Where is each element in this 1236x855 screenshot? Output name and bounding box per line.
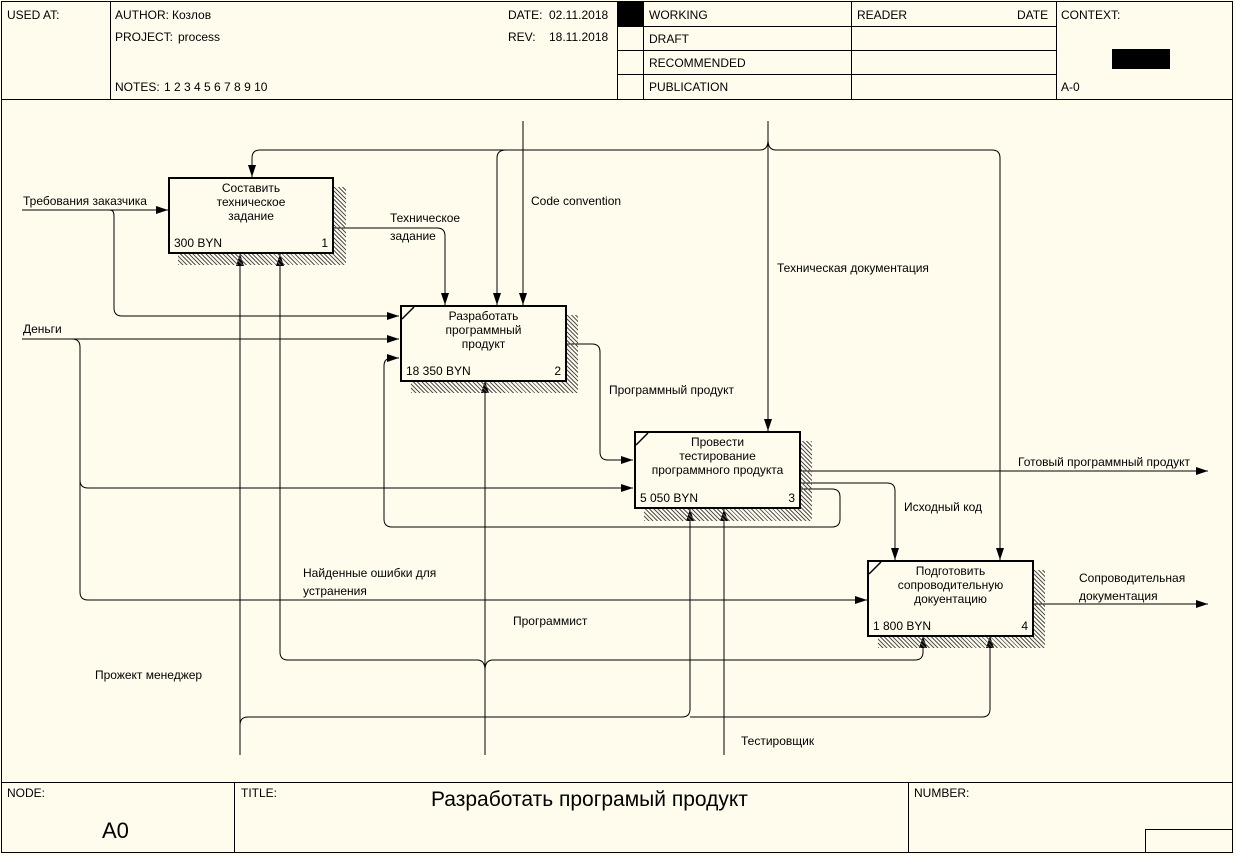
activity-4-title: Подготовить сопроводительную докуентацию — [869, 564, 1032, 606]
label-accompanying-docs: Сопроводительная документация — [1079, 571, 1186, 603]
activity-2-cost: 18 350 BYN — [406, 364, 471, 378]
activity-4-cost: 1 800 BYN — [873, 619, 932, 633]
label-money: Деньги — [23, 322, 62, 336]
label-tester: Тестировщик — [741, 734, 815, 748]
diagram-title: Разработать програмый продукт — [431, 788, 748, 811]
activity-2-title-line: программный — [445, 323, 522, 337]
label-requirements: Требования заказчика — [23, 194, 147, 208]
activity-box-2[interactable]: Разработать программный продукт 18 350 B… — [400, 305, 567, 382]
activity-box-3[interactable]: Провести тестирование программного проду… — [634, 431, 801, 509]
activity-4-title-line: докуентацию — [914, 592, 987, 606]
arrow-programmer-branch — [276, 254, 486, 671]
activity-box-4[interactable]: Подготовить сопроводительную докуентацию… — [867, 560, 1034, 637]
label-finished-product: Готовый программный продукт — [1018, 455, 1191, 469]
rev-label: REV: — [508, 30, 536, 44]
activity-1-title-line: техническое — [216, 195, 286, 209]
activity-4-number: 4 — [1021, 619, 1028, 633]
rev-value: 18.11.2018 — [549, 30, 609, 44]
activity-1-title-line: задание — [228, 209, 274, 223]
activity-3-number: 3 — [788, 491, 795, 505]
date-label: DATE: — [508, 8, 543, 22]
status-draft: DRAFT — [649, 32, 689, 46]
author-value: Козлов — [172, 8, 212, 22]
arrow-found-errors — [383, 354, 841, 528]
notes-value: 1 2 3 4 5 6 7 8 9 10 — [164, 80, 268, 94]
footer-divider — [1, 782, 1233, 783]
activity-box-1[interactable]: Составить техническое задание 300 BYN 1 — [168, 177, 334, 254]
label-source-code: Исходный код — [904, 500, 982, 514]
notes-label: NOTES: — [115, 80, 160, 94]
status-recommended: RECOMMENDED — [649, 56, 746, 70]
number-box — [1145, 829, 1233, 853]
arrow-project-manager-branch-2 — [690, 636, 994, 718]
arrow-tech-docs-branch — [248, 139, 769, 177]
used-at-label: USED AT: — [7, 8, 60, 22]
activity-3-cost: 5 050 BYN — [640, 491, 699, 505]
activity-4-title-line: Подготовить — [915, 564, 986, 578]
context-node: A-0 — [1061, 80, 1080, 94]
activity-1-number: 1 — [321, 236, 328, 250]
label-tech-spec: Техническое задание — [390, 211, 461, 243]
label-found-errors: Найденные ошибки для устранения — [303, 566, 437, 598]
arrow-tech-spec — [333, 227, 449, 305]
activity-1-title-line: Составить — [221, 181, 281, 195]
status-publication: PUBLICATION — [649, 80, 729, 94]
reader-date-label: DATE — [1017, 8, 1049, 22]
reader-label: READER — [857, 8, 908, 22]
activity-4-corner-mark — [869, 562, 882, 575]
header-divider — [1, 99, 1233, 100]
label-code-convention: Code convention — [531, 194, 622, 208]
activity-3-corner-mark — [636, 433, 649, 446]
context-label: CONTEXT: — [1061, 8, 1121, 22]
node-label: NODE: — [7, 786, 46, 800]
status-working: WORKING — [649, 8, 708, 22]
activity-2-corner-mark — [402, 307, 415, 320]
arrow-tech-docs-branch-2 — [493, 149, 507, 305]
arrow-tech-docs-branch-3 — [767, 139, 1004, 560]
date-value: 02.11.2018 — [549, 8, 609, 22]
activity-1-cost: 300 BYN — [174, 236, 223, 250]
label-tech-docs: Техническая документация — [777, 261, 929, 275]
activity-2-title-line: продукт — [461, 337, 506, 351]
author-label: AUTHOR: — [115, 8, 169, 22]
activity-2-title: Разработать программный продукт — [402, 309, 565, 351]
context-marker — [1112, 49, 1170, 69]
number-label: NUMBER: — [914, 786, 970, 800]
label-programmer: Программист — [513, 614, 588, 628]
label-project-manager: Прожект менеджер — [95, 668, 203, 682]
activity-1-title: Составить техническое задание — [170, 181, 332, 223]
arrow-programmer-branch-2 — [484, 636, 927, 671]
activity-4-title-line: сопроводительную — [897, 578, 1004, 592]
project-label: PROJECT: — [115, 30, 174, 44]
activity-3-title: Провести тестирование программного проду… — [636, 435, 799, 477]
working-status-marker — [618, 2, 643, 26]
arrow-requirements-branch — [109, 209, 399, 320]
arrow-project-manager-branch — [239, 509, 694, 726]
node-value: A0 — [102, 818, 129, 843]
title-label: TITLE: — [241, 786, 278, 800]
arrow-money-branch-2 — [79, 480, 867, 604]
label-software-product: Программный продукт — [609, 383, 734, 397]
activity-2-title-line: Разработать — [448, 309, 519, 323]
activity-3-title-line: программного продукта — [651, 463, 784, 477]
activity-3-title-line: тестирование — [679, 449, 756, 463]
activity-2-number: 2 — [554, 364, 561, 378]
activity-3-title-line: Провести — [690, 435, 745, 449]
arrow-source-code — [800, 482, 899, 560]
project-value: process — [178, 30, 221, 44]
arrow-software-product — [566, 343, 633, 464]
